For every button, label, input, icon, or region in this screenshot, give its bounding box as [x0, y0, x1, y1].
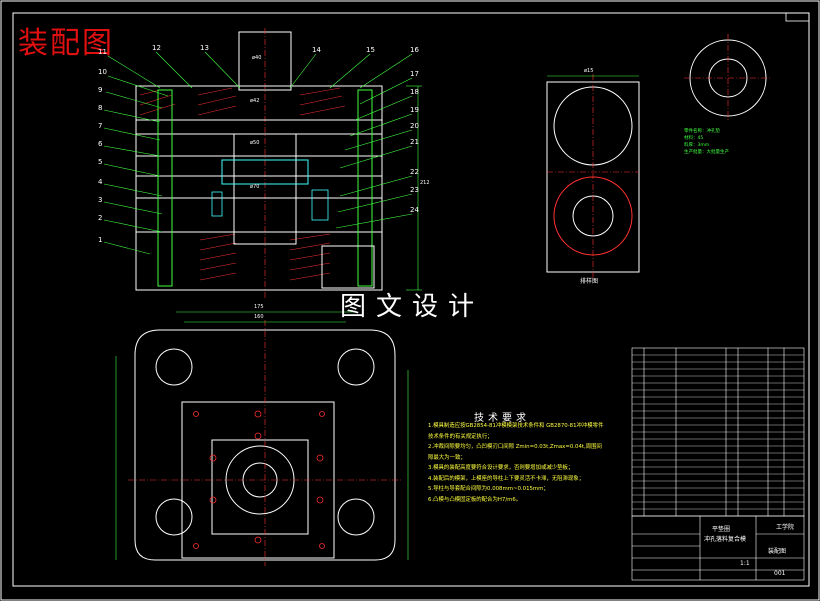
part-number: 24 — [410, 206, 419, 214]
tech-requirements-list: 1.模具制造应按GB2854-81冲模模架技术条件和 GB2870-81冲冲模零… — [428, 421, 640, 505]
workpiece-note: 生产批量：大批量生产 — [684, 150, 729, 155]
part-number: 3 — [98, 196, 103, 204]
corner-mark — [785, 12, 810, 22]
dimension-label: ø42 — [250, 98, 260, 104]
title-block — [631, 515, 805, 581]
part-number: 20 — [410, 122, 419, 130]
dimension-label: ø50 — [250, 140, 260, 146]
tech-requirement-item: 1.模具制造应按GB2854-81冲模模架技术条件和 GB2870-81冲冲模零… — [428, 423, 604, 429]
front-section-view — [135, 28, 383, 300]
part-number: 14 — [312, 46, 321, 54]
part-number: 12 — [152, 44, 161, 52]
part-number: 5 — [98, 158, 103, 166]
workpiece-view — [684, 34, 772, 122]
tech-requirement-item: 2.冲裁间隙要均匀，凸凹模刃口间隙 Zmin=0.03t,Zmax=0.04t,… — [428, 444, 602, 450]
part-number: 7 — [98, 122, 103, 130]
part-number: 22 — [410, 168, 419, 176]
tech-requirement-item: 4.装配后的模架，上模座的导柱上下要灵活不卡滞，无阻滞现象； — [428, 475, 585, 482]
dimension-label: ø40 — [252, 55, 262, 61]
part-number: 16 — [410, 46, 419, 54]
workpiece-note: 材料：45 — [684, 136, 704, 141]
title-block-scale: 1:1 — [740, 560, 750, 567]
tech-requirement-item: 3.模具的装配高度要符合设计要求，否则要增加或减少垫板； — [428, 465, 574, 471]
title-block-part: 平垫圈 — [712, 526, 731, 533]
part-number: 10 — [98, 68, 107, 76]
leader-lines — [103, 51, 413, 255]
dimension-label: ø70 — [250, 184, 260, 190]
dimension-label: 175 — [254, 304, 264, 310]
part-number: 23 — [410, 186, 419, 194]
dimension-label: ø15 — [584, 68, 594, 74]
workpiece-notes: 零件名称：冲孔垫 材料：45 料厚：3mm 生产批量：大批量生产 — [684, 128, 729, 156]
tech-requirement-item: 隙最大为一致； — [428, 454, 466, 461]
title-block-school: 工学院 — [776, 524, 795, 531]
tech-requirement-item: 技术条件的有关规定执行； — [428, 433, 493, 440]
part-number: 8 — [98, 104, 103, 112]
drawing-inner-frame — [12, 12, 810, 587]
parts-list-rows — [632, 354, 804, 510]
part-number: 13 — [200, 44, 209, 52]
title-block-project: 冲孔落料复合模 — [704, 536, 747, 543]
front-view-height-dimension — [406, 85, 422, 291]
title-block-drawing-name: 装配图 — [768, 548, 787, 555]
part-number: 6 — [98, 140, 103, 148]
overlay-watermark-text: 图文设计 — [340, 292, 485, 322]
part-number: 2 — [98, 214, 103, 222]
dimension-label: 212 — [420, 180, 430, 186]
part-number: 4 — [98, 178, 103, 186]
tech-requirements-title: 技术要求 — [474, 413, 530, 424]
part-number: 9 — [98, 86, 103, 94]
part-number: 21 — [410, 138, 419, 146]
strip-layout-label: 排样图 — [580, 278, 599, 285]
tech-requirement-item: 6.凸模与凸模固定板的配合为H7/m6。 — [428, 496, 522, 503]
part-number: 19 — [410, 106, 419, 114]
dimension-label: 160 — [254, 314, 264, 320]
lower-die-plan-view — [115, 311, 409, 566]
part-number: 1 — [98, 236, 103, 244]
workpiece-note: 零件名称：冲孔垫 — [684, 129, 720, 134]
workpiece-note: 料厚：3mm — [684, 143, 710, 148]
part-number: 11 — [98, 48, 107, 56]
drawing-title: 装配图 — [18, 26, 114, 61]
part-number: 15 — [366, 46, 375, 54]
strip-layout-view — [546, 74, 640, 278]
title-block-code: 001 — [774, 570, 786, 577]
part-number: 18 — [410, 88, 419, 96]
part-number: 17 — [410, 70, 419, 78]
tech-requirement-item: 5.导柱与导套配合间隙为0.008mm~0.015mm； — [428, 486, 549, 492]
